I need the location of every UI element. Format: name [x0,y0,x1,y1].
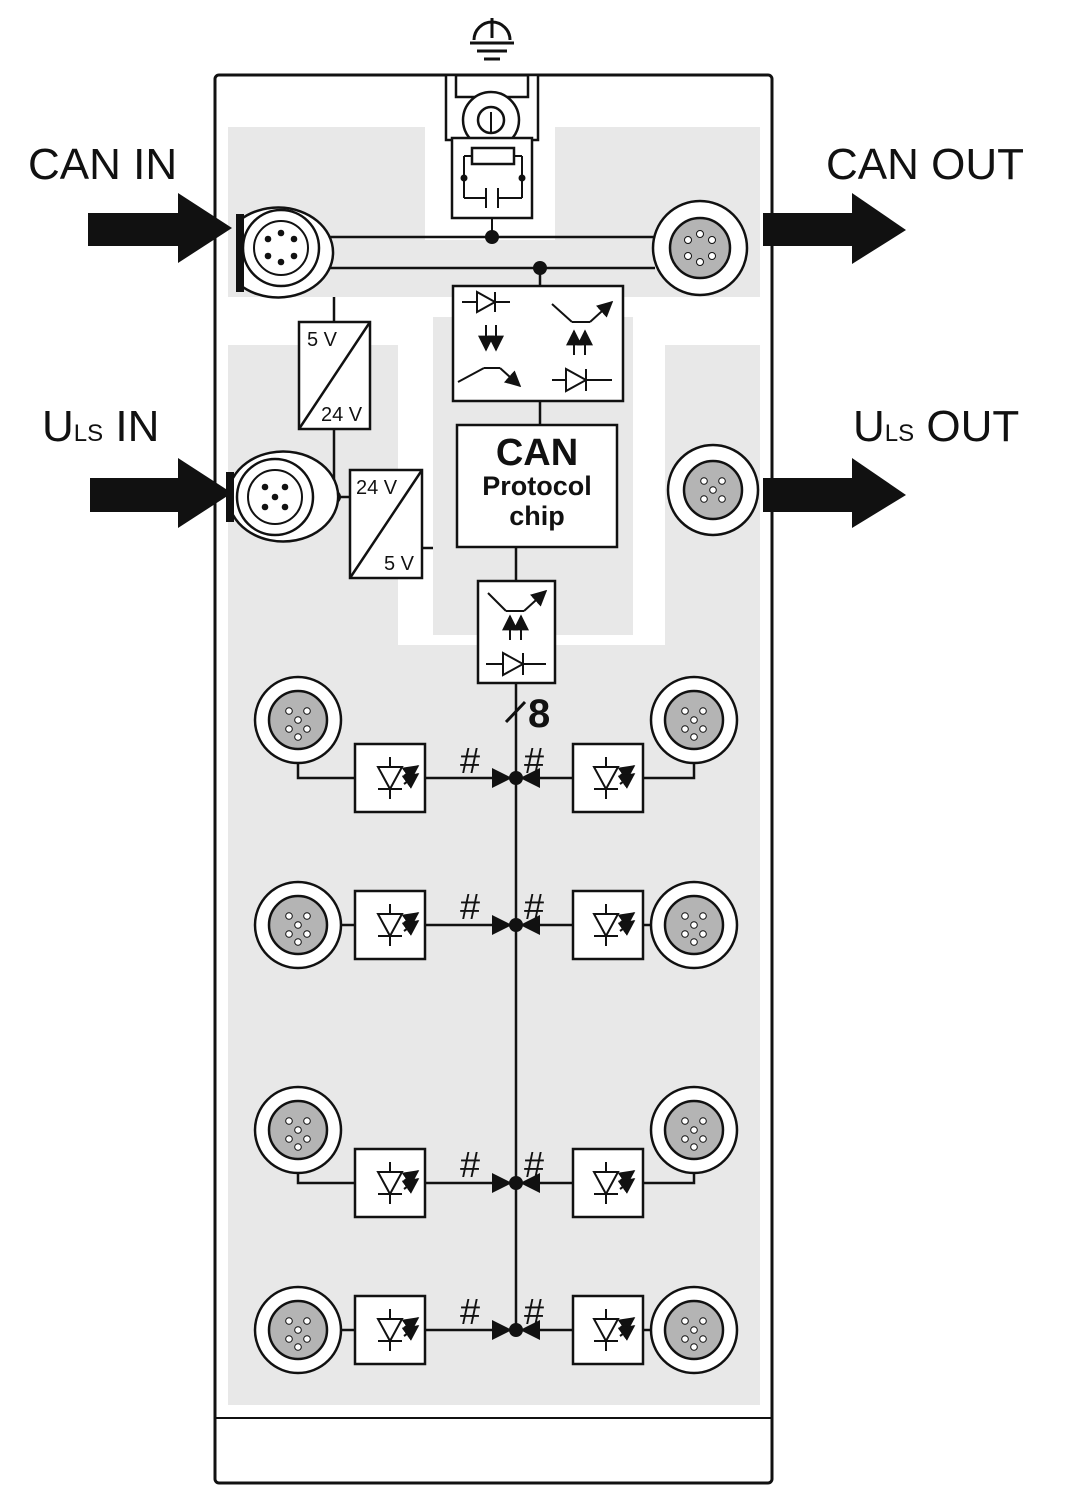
rc-node-right [518,174,526,182]
led-block-right [571,889,645,961]
hash-right: # [524,1144,544,1185]
converter-top-bottom-label: 24 V [321,404,363,426]
hash-right: # [524,1291,544,1332]
uls-in-label: ULS IN [42,402,159,452]
io-connector-left [253,880,343,970]
optocoupler-block-bottom [476,579,557,685]
hash-left: # [460,740,480,781]
hash-left: # [460,886,480,927]
uls-out-arrow-icon [763,458,906,528]
can-in-label: CAN IN [28,140,178,189]
io-connector-right [649,1085,739,1175]
io-connector-right [649,1285,739,1375]
chip-line2: Protocol [482,471,592,501]
uls-out-main: U [853,402,885,451]
dc-converter-top [297,297,372,431]
uls-out-tail: OUT [914,402,1020,451]
hash-right: # [524,740,544,781]
io-connector-left [253,675,343,765]
led-block-left [353,1294,427,1366]
can-in-connector [236,206,335,299]
converter-bottom-top-label: 24 V [356,477,398,499]
led-block-left [353,742,427,814]
uls-out-label: ULS OUT [853,402,1019,452]
uls-in-sub: LS [73,420,104,447]
io-connector-left [253,1285,343,1375]
led-block-right [571,742,645,814]
can-out-arrow-icon [763,193,906,264]
ground-icon [470,18,514,61]
converter-top-top-label: 5 V [307,329,338,351]
uls-in-connector [226,450,340,543]
io-row-2: # # [253,880,739,970]
uls-in-arrow-icon [90,458,232,528]
uls-out-connector [666,443,760,537]
can-node-bottom [533,261,547,275]
led-block-right [571,1147,645,1219]
can-node-top [485,230,499,244]
optocoupler-block-top [451,284,625,403]
chip-line1: CAN [496,432,578,474]
rc-node-left [460,174,468,182]
led-block-left [353,889,427,961]
uls-in-tail: IN [103,402,160,451]
io-connector-right [649,880,739,970]
bus-width-label: 8 [528,692,550,736]
can-in-arrow-icon [88,193,232,263]
io-row-4: # # [253,1285,739,1375]
chip-line3: chip [509,501,565,531]
bus-width-slash [504,700,527,724]
led-block-left [353,1147,427,1219]
can-out-connector [651,199,749,297]
can-out-label: CAN OUT [826,140,1024,189]
io-connector-right [649,675,739,765]
led-block-right [571,1294,645,1366]
io-connector-left [253,1085,343,1175]
hash-left: # [460,1291,480,1332]
converter-bottom-bottom-label: 5 V [384,553,415,575]
uls-out-sub: LS [884,420,915,447]
io-row-3: # # [253,1085,739,1219]
io-row-1: # # [253,675,739,814]
uls-in-main: U [42,402,74,451]
hash-right: # [524,886,544,927]
can-protocol-chip [455,423,619,549]
hash-left: # [460,1144,480,1185]
